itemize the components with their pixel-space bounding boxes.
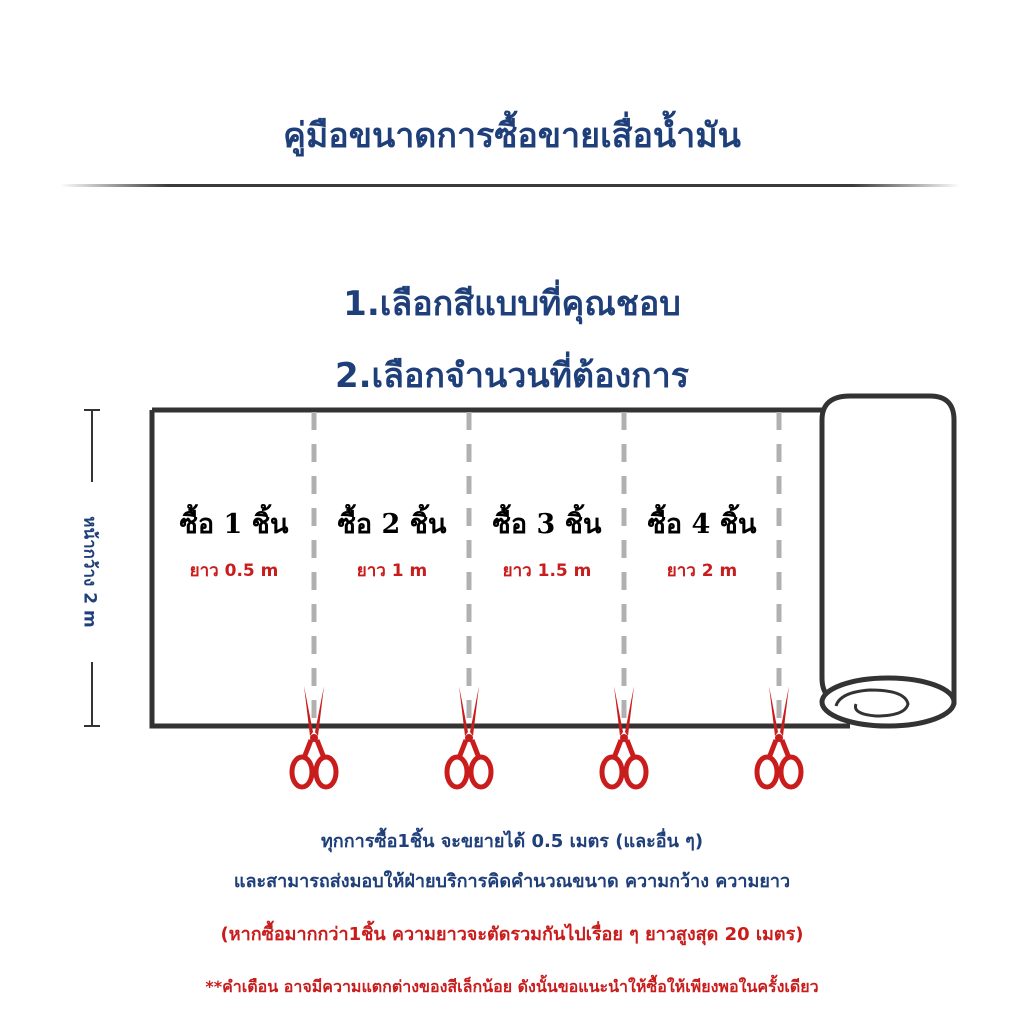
- roll-icon: [819, 393, 957, 729]
- page-title: คู่มือขนาดการซื้อขายเสื่อน้ำมัน: [283, 116, 741, 156]
- segment-label: ซื้อ 1 ชิ้น: [179, 509, 289, 540]
- note-line-2: และสามารถส่งมอบให้ฝ่ายบริการคิดคำนวณขนาด…: [233, 871, 791, 892]
- note-line-3: (หากซื้อมากกว่า1ชิ้น ความยาวจะตัดรวมกันไ…: [220, 924, 804, 945]
- step-2-text: 2.เลือกจำนวนที่ต้องการ: [334, 356, 690, 396]
- width-label-text: หน้ากว้าง 2 m: [79, 516, 100, 628]
- segment-4: ซื้อ 4 ชิ้น ยาว 2 m: [624, 502, 780, 584]
- width-label: หน้ากว้าง 2 m: [78, 497, 102, 647]
- segment-3: ซื้อ 3 ชิ้น ยาว 1.5 m: [469, 502, 625, 584]
- cut-lines: [311, 412, 782, 724]
- segment-label: ซื้อ 2 ชิ้น: [337, 509, 447, 540]
- title-divider: [60, 184, 960, 187]
- note-line-1: ทุกการซื้อ1ชิ้น จะขยายได้ 0.5 เมตร (และอ…: [320, 831, 704, 852]
- segment-length: ยาว 1 m: [356, 561, 428, 581]
- segment-1: ซื้อ 1 ชิ้น ยาว 0.5 m: [156, 502, 312, 584]
- segment-label: ซื้อ 4 ชิ้น: [647, 509, 757, 540]
- segment-length: ยาว 2 m: [666, 561, 738, 581]
- segment-label: ซื้อ 3 ชิ้น: [492, 509, 602, 540]
- warning-note: **คำเตือน อาจมีความแตกต่างของสีเล็กน้อย …: [205, 977, 819, 996]
- segment-length: ยาว 1.5 m: [502, 561, 592, 581]
- width-dimension-line: [84, 409, 100, 727]
- segment-2: ซื้อ 2 ชิ้น ยาว 1 m: [314, 502, 470, 584]
- step-1-text: 1.เลือกสีแบบที่คุณชอบ: [343, 284, 681, 324]
- segment-length: ยาว 0.5 m: [189, 561, 279, 581]
- unrolled-mat-outline: [149, 407, 850, 729]
